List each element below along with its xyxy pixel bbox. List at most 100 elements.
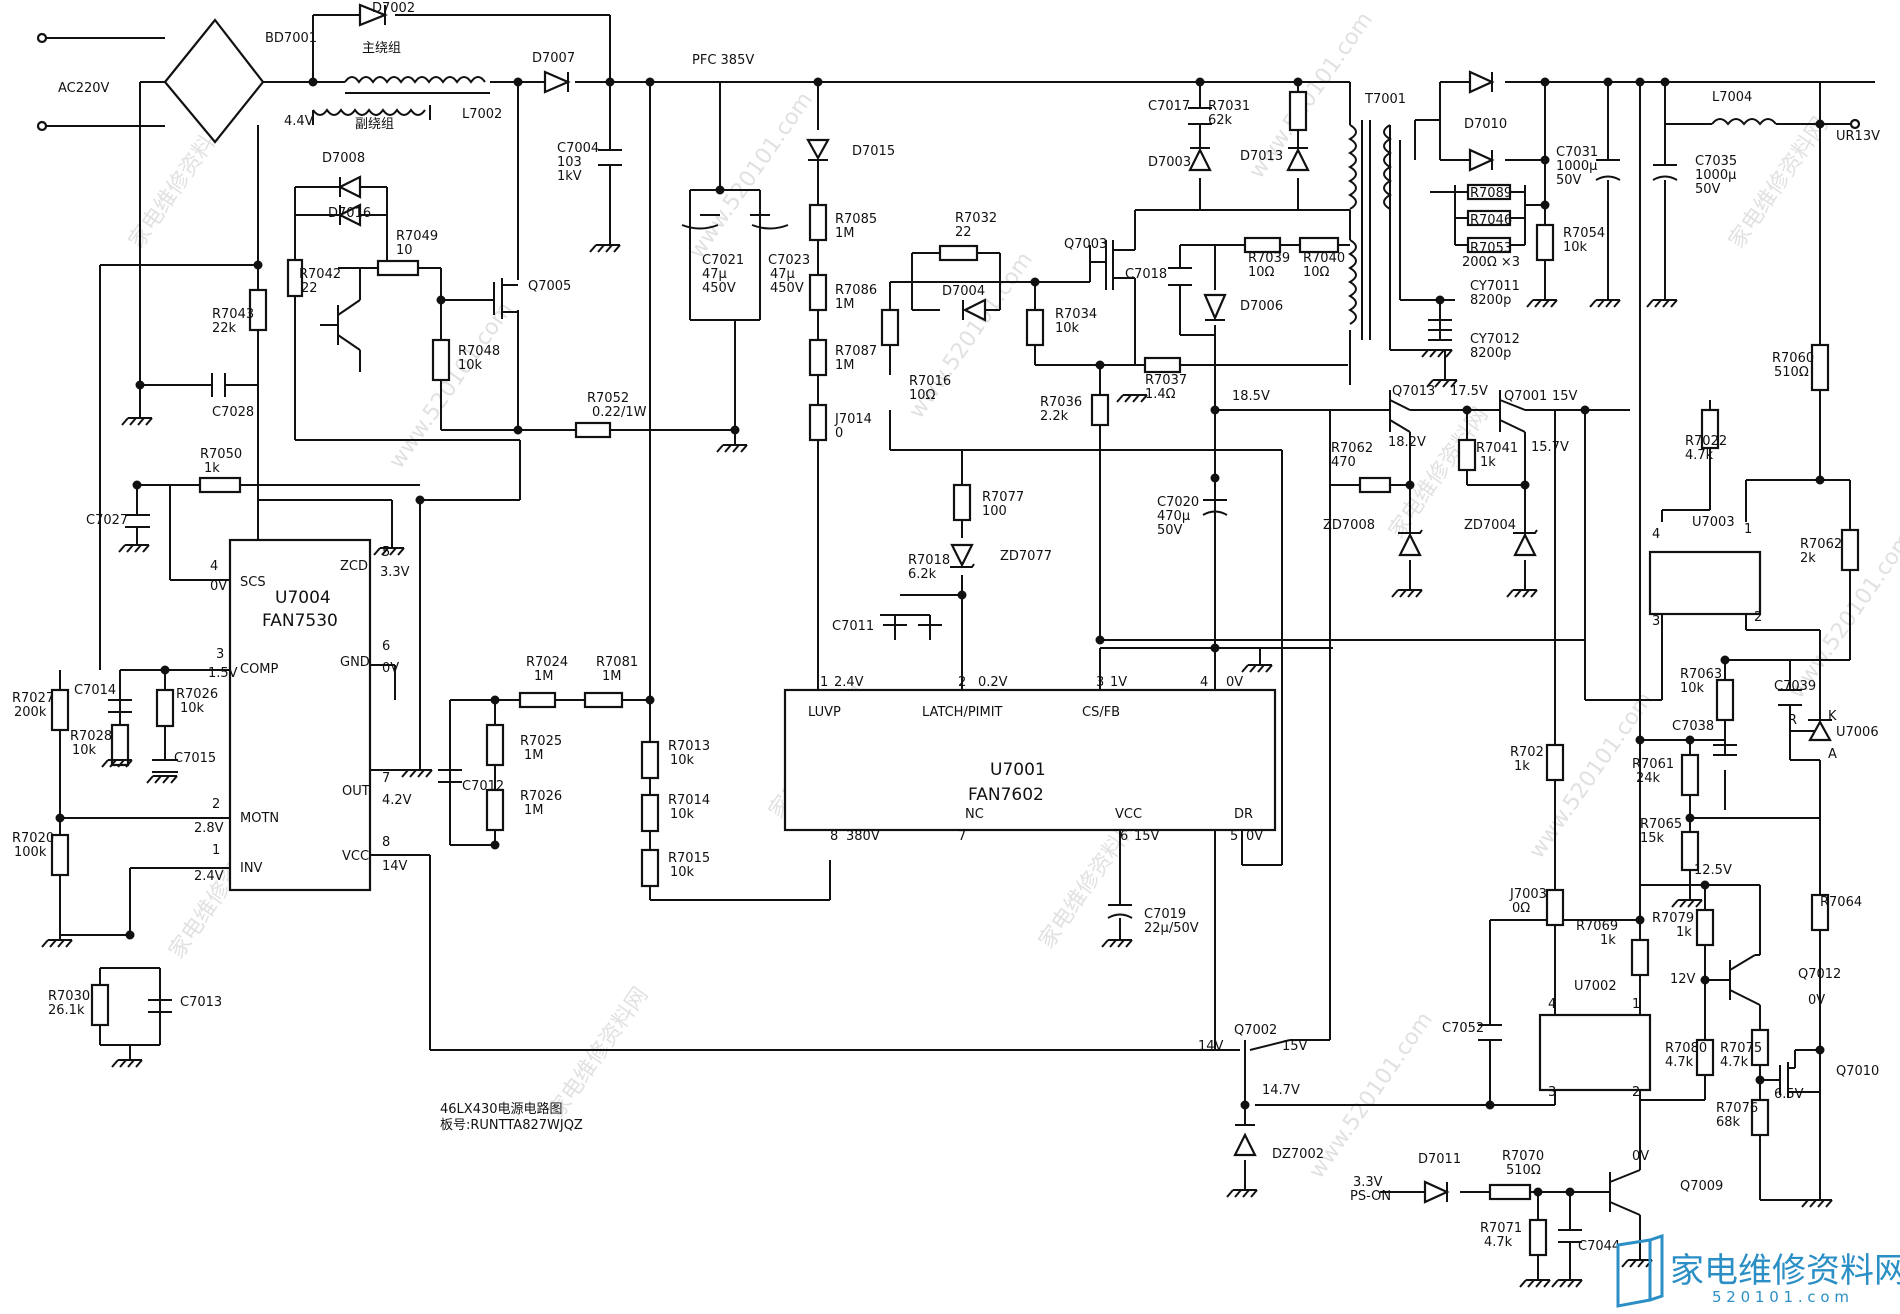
component-label: C7039 — [1774, 679, 1816, 694]
inductors — [312, 76, 1820, 325]
component-label: 1.4Ω — [1145, 387, 1176, 402]
component-label: R7037 — [1145, 373, 1187, 388]
component-label: R7027 — [12, 691, 54, 706]
component-label: ZD7077 — [1000, 549, 1052, 564]
component-label: 1k — [1676, 925, 1692, 940]
component-label: 10k — [670, 865, 695, 880]
component-label: 10k — [1055, 321, 1080, 336]
component-label: 17.5V — [1450, 384, 1488, 399]
caption-title: 46LX430电源电路图 — [440, 1101, 563, 1117]
u7004-pin3-num: 3 — [216, 647, 224, 662]
component-label: 15V — [1282, 1039, 1308, 1054]
ground-icon — [1646, 299, 1678, 308]
component-label: 50V — [1157, 523, 1183, 538]
component-label: Q7001 — [1504, 389, 1547, 404]
u7004-pin-vcc: VCC — [342, 849, 369, 864]
component-label: 3.3V — [380, 565, 410, 580]
component-label: 8200p — [1470, 293, 1511, 308]
u7004-pin-scs: SCS — [240, 575, 266, 590]
component-label: 10Ω — [1248, 265, 1275, 280]
component-label: 4.2V — [382, 793, 412, 808]
component-label: R7069 — [1576, 919, 1618, 934]
component-label: R7020 — [12, 831, 54, 846]
component-label: 8200p — [1470, 346, 1511, 361]
component-label: 4.4V — [284, 114, 314, 129]
component-label: R7085 — [835, 212, 877, 227]
component-label: 1M — [602, 669, 622, 684]
component-label: R7030 — [48, 989, 90, 1004]
ground-icon — [41, 939, 73, 948]
u7004-pin-zcd: ZCD — [340, 559, 368, 574]
component-label: Q7005 — [528, 279, 571, 294]
component-label: 10k — [670, 753, 695, 768]
component-label: 1M — [835, 358, 855, 373]
component-label: 1000μ — [1695, 168, 1736, 183]
component-label: C7023 — [768, 253, 810, 268]
u7004-name: U7004 — [275, 588, 331, 608]
component-label: 0V — [1246, 829, 1263, 844]
ic-u7004-body — [228, 538, 372, 892]
component-label: 6.2k — [908, 567, 937, 582]
component-label: Q7013 — [1392, 384, 1435, 399]
u7001-pin-csfb: CS/FB — [1082, 705, 1120, 720]
component-label: R7053 — [1470, 241, 1512, 256]
component-label: 6.5V — [1774, 1087, 1804, 1102]
component-label: 380V — [846, 829, 880, 844]
component-label: 4.7k — [1665, 1055, 1694, 1070]
component-label: R7080 — [1665, 1041, 1707, 1056]
ground-icon — [373, 547, 405, 556]
optocoupler-u7003 — [1648, 550, 1762, 616]
component-label: R7049 — [396, 229, 438, 244]
component-label: 2 — [1754, 610, 1762, 625]
component-label: 副绕组 — [355, 117, 394, 132]
component-label: R7022 — [1685, 434, 1727, 449]
component-label: R7040 — [1303, 251, 1345, 266]
ic-u7001-body — [783, 688, 1277, 832]
component-label: C7015 — [174, 751, 216, 766]
component-label: C7019 — [1144, 907, 1186, 922]
component-label: 2.4V — [834, 675, 864, 690]
component-label: A — [1828, 747, 1837, 762]
component-label: 1 — [1632, 997, 1640, 1012]
component-label: 22μ/50V — [1144, 921, 1199, 936]
component-label: 10k — [72, 743, 97, 758]
component-label: R7026 — [176, 687, 218, 702]
component-label: C7035 — [1695, 154, 1737, 169]
u7004-pin-gnd: GND — [340, 655, 370, 670]
component-label: C7027 — [86, 513, 128, 528]
component-label: R7070 — [1502, 1149, 1544, 1164]
component-label: 0.2V — [978, 675, 1008, 690]
component-label: U7003 — [1692, 515, 1735, 530]
component-label: R — [1788, 713, 1797, 728]
component-label: 6 — [1120, 829, 1128, 844]
component-label: 68k — [1716, 1115, 1741, 1130]
component-label: 15.7V — [1531, 440, 1569, 455]
transistors — [320, 245, 1820, 1216]
component-label: R7075 — [1720, 1041, 1762, 1056]
component-label: D7003 — [1148, 155, 1191, 170]
component-label: 1M — [534, 669, 554, 684]
optocoupler-u7002 — [1538, 1013, 1652, 1092]
component-label: R7043 — [212, 307, 254, 322]
component-label: 15k — [1640, 831, 1665, 846]
component-label: 18.5V — [1232, 389, 1270, 404]
component-label: 1M — [524, 803, 544, 818]
component-label: C7017 — [1148, 99, 1190, 114]
component-label: 2.2k — [1040, 409, 1069, 424]
component-label: UR13V — [1836, 129, 1880, 144]
component-label: 4.7k — [1685, 448, 1714, 463]
component-label: R7065 — [1640, 817, 1682, 832]
component-label: R7086 — [835, 283, 877, 298]
component-label: 4.7k — [1720, 1055, 1749, 1070]
component-label: AC220V — [58, 81, 110, 96]
component-label: 4.7k — [1484, 1235, 1513, 1250]
component-label: D7011 — [1418, 1152, 1461, 1167]
wiring — [36, 14, 1875, 1280]
component-label: 200Ω ×3 — [1462, 255, 1520, 270]
u7004-pin5-num: 5 — [382, 545, 390, 560]
component-label: R7025 — [520, 734, 562, 749]
component-label: 1 — [1744, 522, 1752, 537]
component-label: R702 — [1510, 745, 1544, 760]
ground-icon — [118, 544, 150, 553]
